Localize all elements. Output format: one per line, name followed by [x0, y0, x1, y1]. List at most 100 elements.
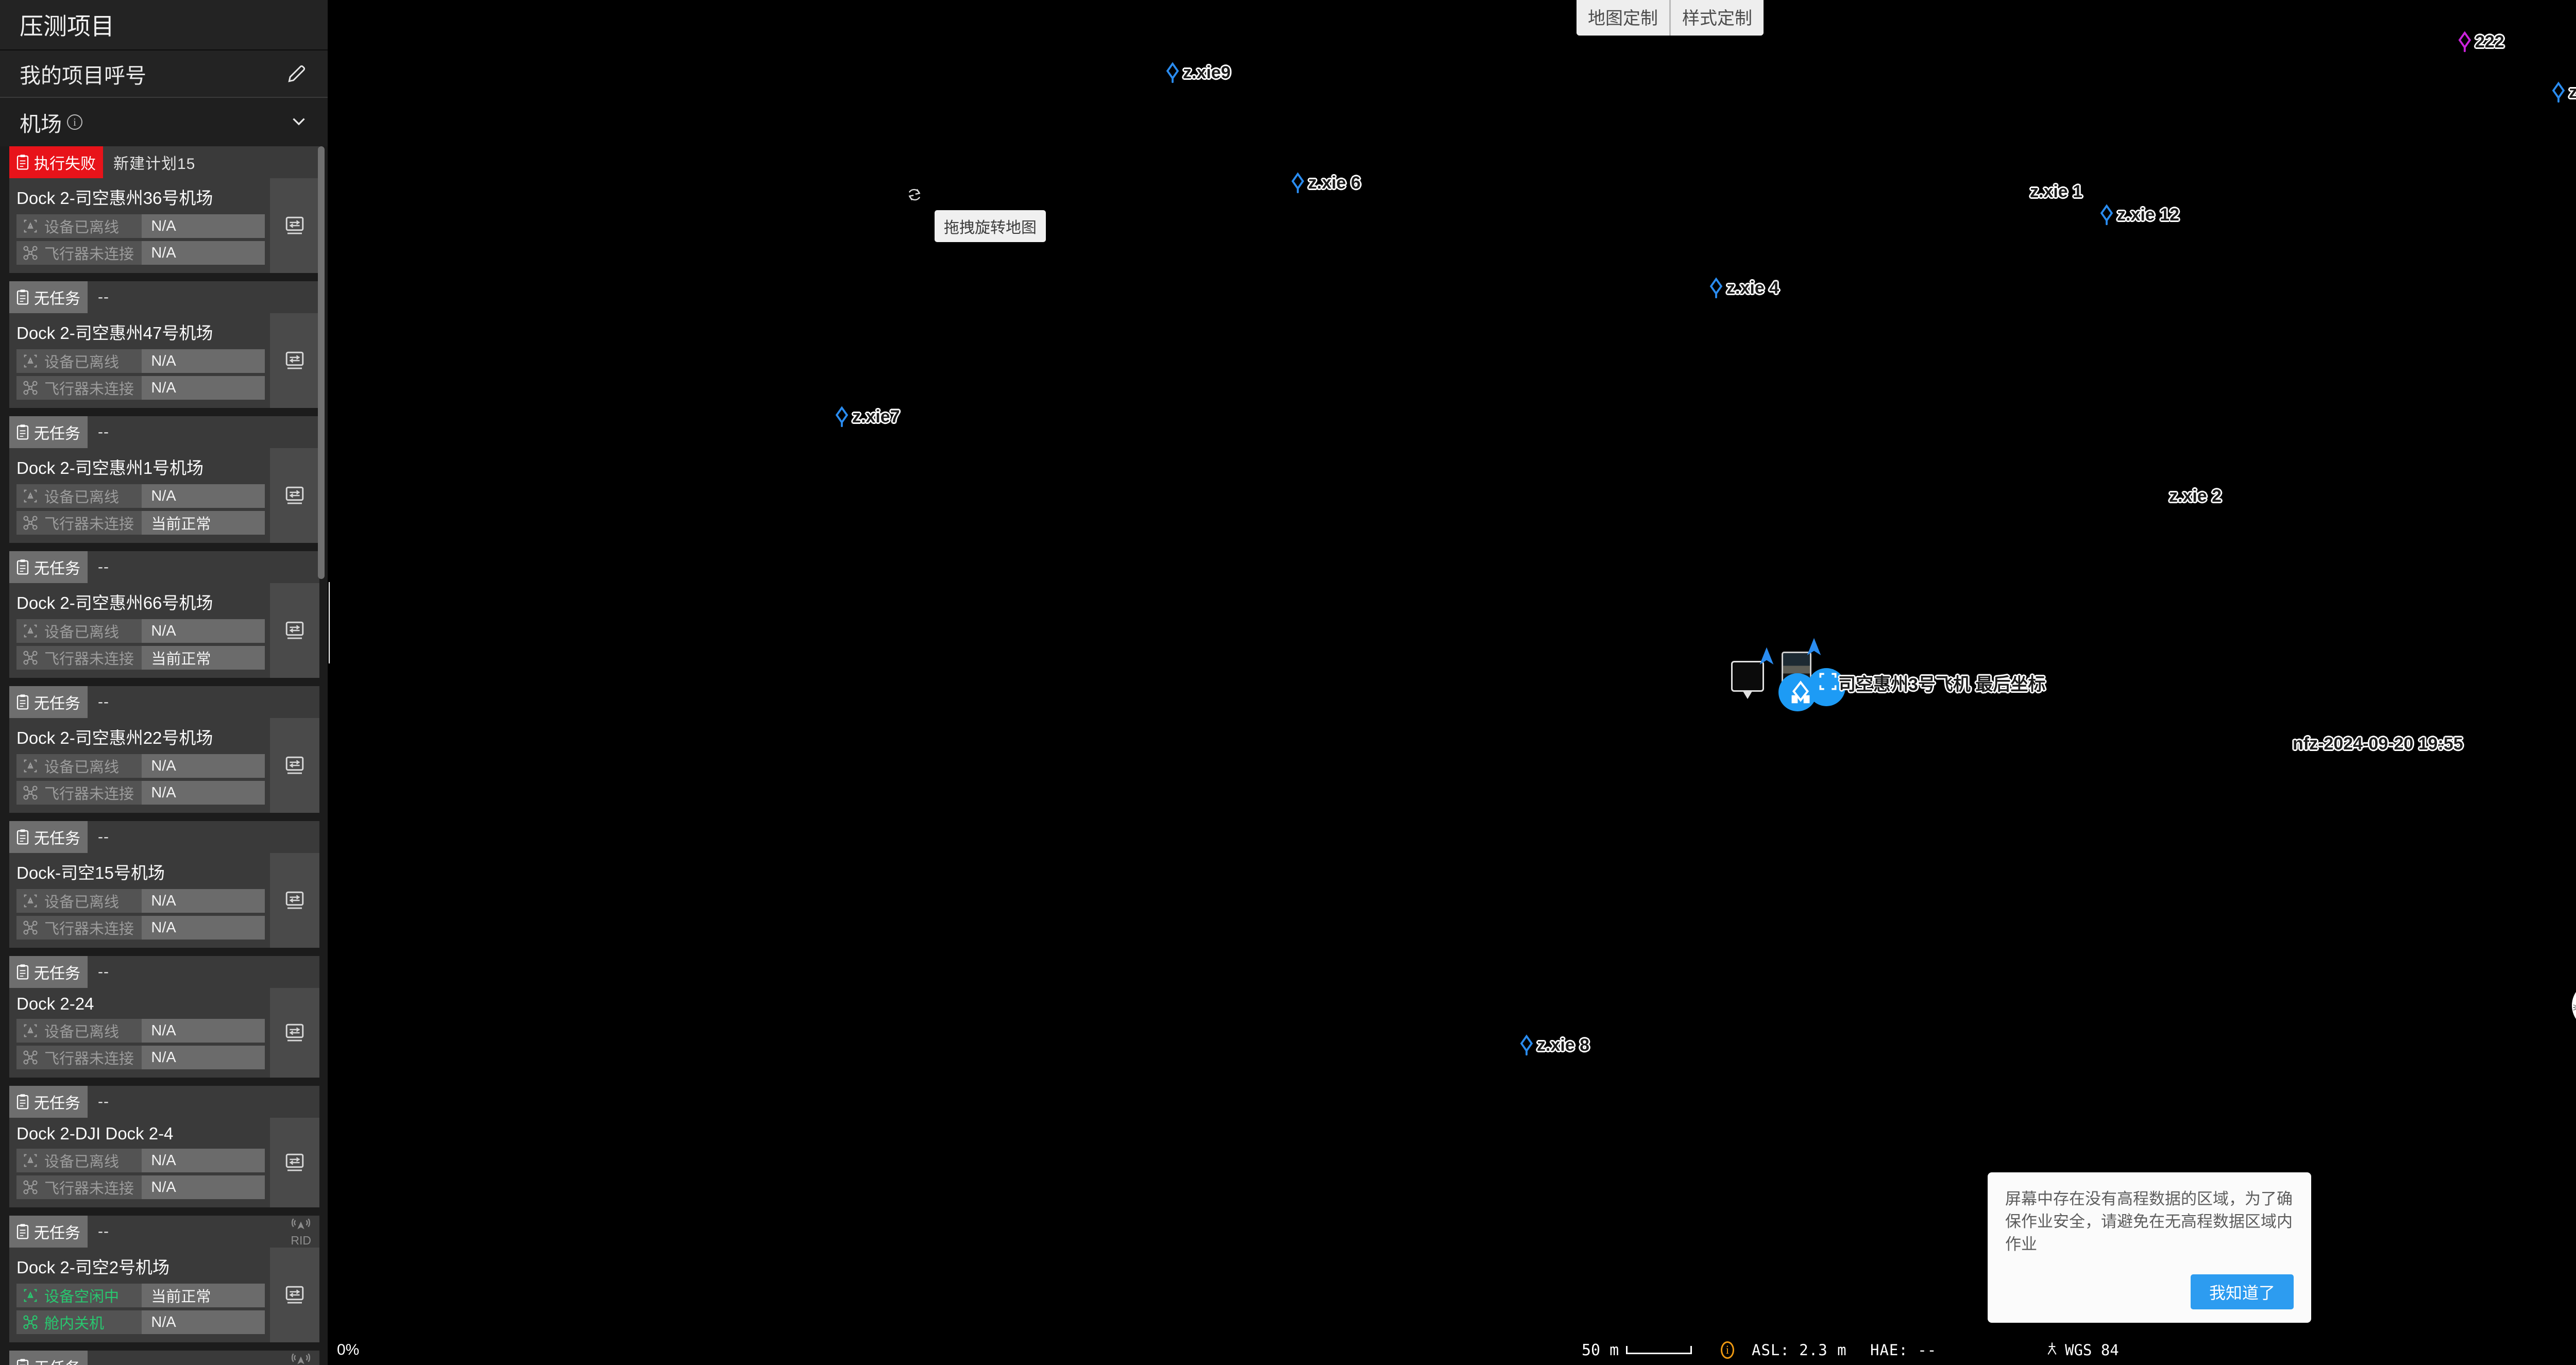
status-info-icon[interactable]: i: [1721, 1341, 1734, 1359]
rid-antenna-icon: [292, 1218, 311, 1233]
dock-title: Dock 2-司空惠州66号机场: [16, 593, 213, 612]
map-marker[interactable]: z.xie 6: [1290, 172, 1361, 194]
sidebar-scrollbar-thumb[interactable]: [318, 146, 325, 579]
device-icon: [23, 758, 38, 774]
drone-icon: [23, 1050, 38, 1065]
dock-settings-button[interactable]: [270, 1248, 319, 1342]
map-marker[interactable]: z.xie 4: [1708, 277, 1779, 299]
aircraft-blob-icon-2: [1807, 668, 1845, 706]
dialog-confirm-button[interactable]: 我知道了: [2190, 1274, 2294, 1309]
section-header-airports[interactable]: 机场 i: [0, 98, 328, 146]
dock-settings-button[interactable]: [270, 313, 319, 408]
task-status-label: 执行失败: [34, 156, 96, 173]
drone-icon: [23, 650, 38, 666]
drone-status-left: 飞行器未连接: [16, 1047, 142, 1068]
sliders-icon: [284, 1022, 306, 1044]
dock-marker-box[interactable]: [1731, 661, 1764, 699]
drone-status-left: 飞行器未连接: [16, 242, 142, 264]
datum-label: WGS 84: [2065, 1341, 2119, 1359]
scale-bar: [1626, 1346, 1692, 1354]
map-marker[interactable]: z.xie7: [834, 406, 900, 428]
project-callsign-label: 我的项目呼号: [20, 64, 146, 88]
compass-widget[interactable]: N S W E N 000°: [2572, 980, 2576, 1031]
device-status-label: 设备已离线: [44, 354, 120, 371]
map-pin-icon: [1708, 277, 1724, 299]
task-name: --: [98, 423, 109, 440]
dock-card-header: 无任务--: [9, 416, 319, 448]
dock-settings-button[interactable]: [270, 988, 319, 1078]
dock-title: Dock 2-司空惠州1号机场: [16, 458, 204, 477]
map-marker[interactable]: 222: [2456, 31, 2504, 53]
dock-settings-button[interactable]: [270, 583, 319, 678]
chevron-down-icon[interactable]: [290, 112, 308, 133]
map-marker[interactable]: z.xie 12: [2098, 204, 2179, 226]
map-marker[interactable]: z.xie 8: [1518, 1034, 1589, 1056]
aircraft-label: 司空惠州3号飞机 最后坐标: [1838, 675, 2046, 694]
map-marker-label: 222: [2475, 31, 2504, 52]
device-icon: [23, 1153, 38, 1168]
device-icon: [23, 623, 38, 639]
task-status-badge: 无任务: [9, 686, 88, 718]
device-status-label: 设备已离线: [44, 219, 120, 236]
device-status-value: N/A: [142, 619, 265, 643]
sidebar-scrollbar[interactable]: [318, 146, 325, 1365]
device-status-left: 设备空闲中: [16, 1285, 142, 1306]
dock-settings-button[interactable]: [270, 853, 319, 948]
device-status-label: 设备已离线: [44, 1024, 120, 1040]
clipboard-icon: [15, 964, 30, 980]
sliders-icon: [284, 755, 306, 776]
info-icon[interactable]: i: [67, 114, 82, 130]
device-status-value: N/A: [142, 349, 265, 373]
drone-status-label: 飞行器未连接: [44, 246, 134, 263]
map-marker[interactable]: z.xie9: [1164, 62, 1231, 83]
drone-status-value: N/A: [142, 1046, 265, 1069]
datum-readout: WGS 84: [2045, 1341, 2119, 1359]
dock-card-header: 执行失败新建计划15: [9, 146, 319, 178]
progress-percent: 0%: [337, 1341, 360, 1358]
map-mode-tabs[interactable]: 地图定制样式定制: [1577, 0, 1764, 36]
map-marker-label: z.xie 6: [1308, 173, 1361, 193]
scale-label: 50 m: [1582, 1341, 1619, 1359]
device-status-left: 设备已离线: [16, 620, 142, 642]
map-marker-label: z.xie9: [1183, 62, 1231, 82]
dock-settings-button[interactable]: [270, 178, 319, 273]
pencil-icon[interactable]: [285, 62, 308, 85]
map-marker[interactable]: z.xie 13: [2550, 81, 2576, 103]
drone-status-label: 飞行器未连接: [44, 381, 134, 398]
map-mode-tab-0[interactable]: 地图定制: [1577, 0, 1669, 36]
map-pin-icon: [2550, 81, 2567, 103]
drone-status-left: 飞行器未连接: [16, 377, 142, 399]
drone-icon: [23, 515, 38, 531]
map-mode-tab-1[interactable]: 样式定制: [1669, 0, 1764, 36]
task-status-label: 无任务: [34, 560, 80, 577]
dock-settings-button[interactable]: [270, 1118, 319, 1207]
dock-settings-button[interactable]: [270, 718, 319, 813]
dock-card-header: 无任务--: [9, 956, 319, 988]
drone-icon: [23, 245, 38, 261]
dock-card-header: 无任务--: [9, 821, 319, 853]
device-status-value: N/A: [142, 1149, 265, 1172]
dock-settings-button[interactable]: [270, 448, 319, 543]
